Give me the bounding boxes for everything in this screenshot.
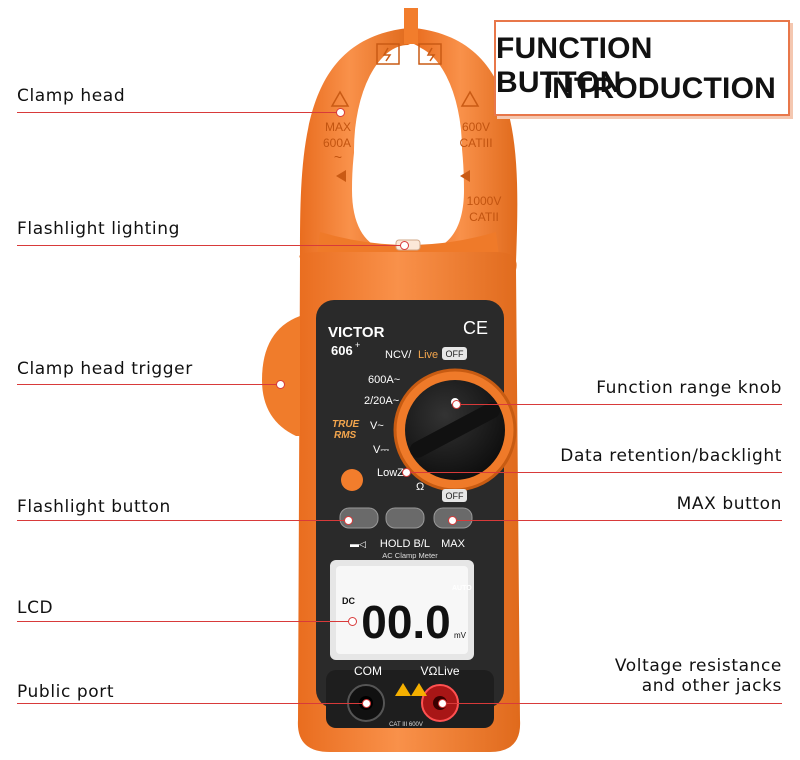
leader-public-port [17,703,367,704]
leader-lcd [17,621,351,622]
dial-ncv: NCV/ [385,349,412,361]
dial-off-bottom: OFF [446,491,464,501]
leader-max-button [452,520,782,521]
ce-mark: CE [463,318,488,338]
marker-clamp-head [336,108,345,117]
hold-backlight-button[interactable] [385,507,425,529]
label-hold-button: HOLD B/L [380,538,430,550]
marker-flashlight-lighting [400,241,409,250]
callout-public-port: Public port [17,682,115,702]
callout-voltage-jacks-2: and other jacks [641,676,782,696]
callout-clamp-head: Clamp head [17,86,126,106]
dial-live: Live [418,349,438,361]
port-cat-label: CAT III 600V [389,722,423,728]
dial-lowz: LowZ [377,467,404,479]
true-rms-1: TRUE [332,419,360,430]
leader-flashlight-button [17,520,347,521]
leader-clamp-head [17,112,340,113]
dial-2-20a: 2/20A~ [364,395,399,407]
callout-flashlight-button: Flashlight button [17,497,171,517]
lcd-unit: mV [454,631,467,640]
title-box: FUNCTION BUTTON INTRODUCTION [494,20,790,116]
lcd-dc: DC [342,596,355,606]
title-line-2: INTRODUCTION [543,72,776,105]
dial-ohm: Ω [416,481,424,493]
leader-flashlight-lighting [17,245,402,246]
ncv-button[interactable] [341,469,363,491]
clamp-label-ac: ~ [334,149,342,165]
model-number: 606 [331,343,353,358]
dial-off-top: OFF [446,349,464,359]
callout-voltage-jacks-1: Voltage resistance [614,656,782,676]
clamp-label-600v: 600V [462,120,490,134]
dial-vdc: V⎓ [373,444,389,456]
marker-data-retention-backlight [402,468,411,477]
marker-lcd [348,617,357,626]
label-max-button: MAX [441,538,466,550]
marker-max-button [448,516,457,525]
marker-flashlight-button [344,516,353,525]
clamp-icons [330,43,480,182]
marker-public-port [362,699,371,708]
callout-function-range-knob: Function range knob [596,378,782,398]
marker-function-range-knob [452,400,461,409]
leader-data-retention-backlight [406,472,782,473]
leader-function-range-knob [456,404,782,405]
dial-vac: V~ [370,420,384,432]
title-line-1: FUNCTION BUTTON [496,32,653,99]
label-flashlight-button: ▬◁ [350,539,366,549]
clamp-label-max: MAX [325,120,351,134]
port-com-label: COM [354,664,382,678]
lcd-reading: 00.0 [361,596,451,648]
clamp-label-cat2: CATII [469,210,499,224]
clamp-head-trigger[interactable] [262,316,300,436]
model-superscript: + [355,340,360,350]
callout-max-button: MAX button [676,494,782,514]
leader-voltage-jacks [442,703,782,704]
dial-600a: 600A~ [368,374,400,386]
brand-logo: VICTOR [328,324,385,341]
true-rms-2: RMS [334,430,357,441]
marker-clamp-head-trigger [276,380,285,389]
callout-flashlight-lighting: Flashlight lighting [17,219,180,239]
callout-data-retention-backlight: Data retention/backlight [560,446,782,466]
clamp-label-cat3: CATIII [459,136,492,150]
callout-lcd: LCD [17,598,54,618]
marker-voltage-jacks [438,699,447,708]
callout-clamp-head-trigger: Clamp head trigger [17,359,193,379]
lcd-auto: AUTO [452,585,472,592]
meter-caption: AC Clamp Meter [382,551,438,560]
port-vlive-label: VΩLive [421,664,460,678]
clamp-label-600a: 600A [323,136,351,150]
clamp-label-1000v: 1000V [467,194,502,208]
leader-clamp-head-trigger [17,384,279,385]
